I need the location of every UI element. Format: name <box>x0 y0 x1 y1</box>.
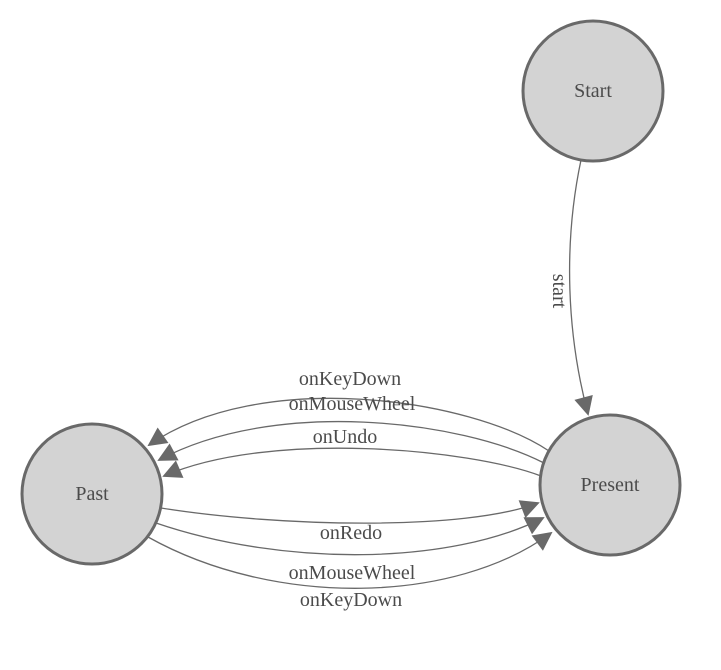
edge-start-to-present <box>568 159 593 416</box>
edge-present-to-past-onkeydown <box>147 397 550 452</box>
node-start-label: Start <box>574 80 612 102</box>
edge-label-start: start <box>548 274 570 309</box>
node-past-circle[interactable] <box>20 422 164 566</box>
edge-layer <box>147 159 593 589</box>
node-past[interactable]: Past <box>20 422 164 566</box>
node-start-circle[interactable] <box>521 19 665 163</box>
edge-label-layer: start onKeyDown onMouseWheel onUndo onRe… <box>289 274 570 611</box>
node-present-circle[interactable] <box>538 413 682 557</box>
edge-past-to-present-onkeydown <box>147 531 553 589</box>
node-layer: Start Present Past <box>20 19 682 566</box>
edge-label-onredo: onRedo <box>320 522 382 544</box>
edge-past-to-present-onmousewheel <box>155 517 545 556</box>
edge-label-onkeydown-bottom: onKeyDown <box>300 589 402 611</box>
node-present-label: Present <box>581 474 640 496</box>
edge-label-onmousewheel-top: onMouseWheel <box>289 393 416 415</box>
edge-label-onkeydown-top: onKeyDown <box>299 368 401 390</box>
edge-label-onmousewheel-bottom: onMouseWheel <box>289 562 416 584</box>
edge-present-to-past-onundo <box>162 447 542 478</box>
node-start[interactable]: Start <box>521 19 665 163</box>
edge-label-onundo: onUndo <box>313 426 377 448</box>
edge-past-to-present-onredo <box>160 500 540 524</box>
node-present[interactable]: Present <box>538 413 682 557</box>
edge-present-to-past-onmousewheel <box>157 420 545 464</box>
node-past-label: Past <box>75 483 109 505</box>
